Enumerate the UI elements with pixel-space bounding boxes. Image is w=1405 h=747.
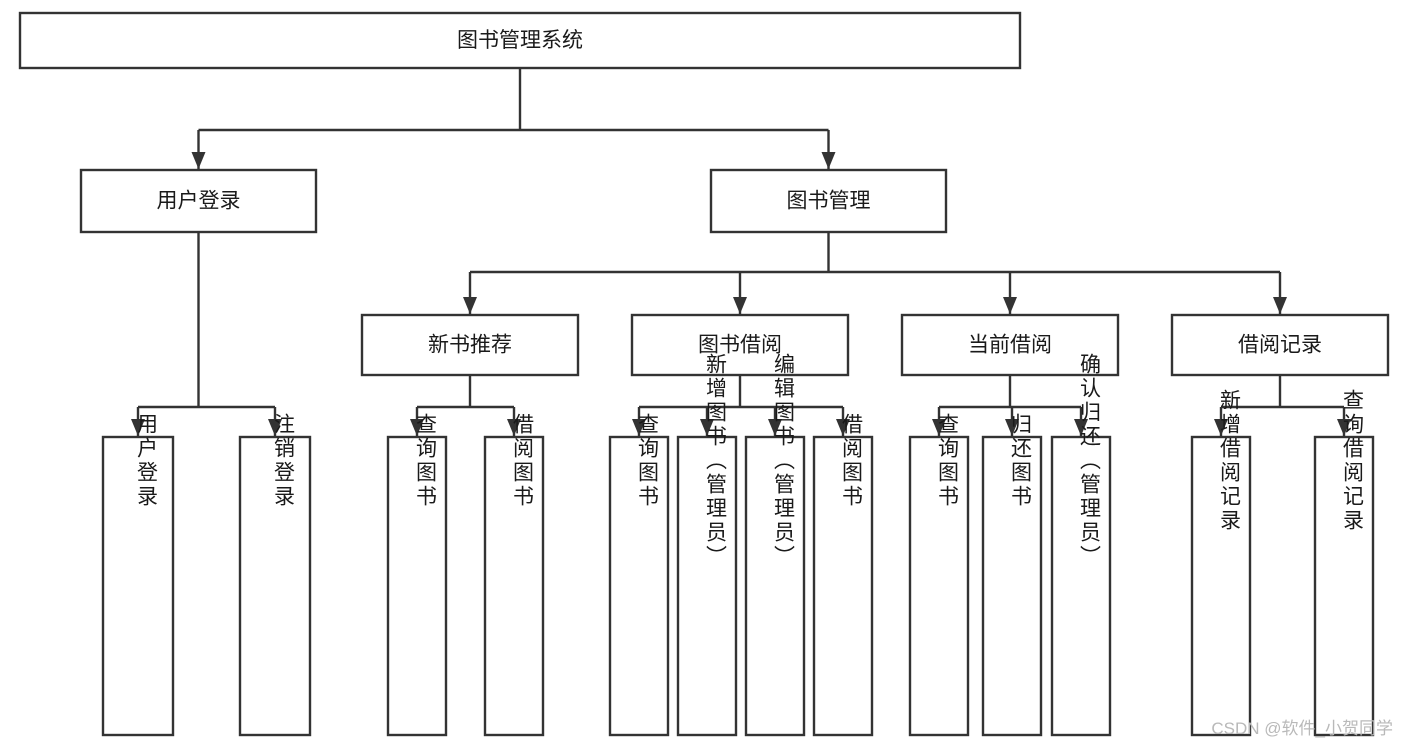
node-current-borrow[interactable]: 当前借阅 [900, 313, 1120, 377]
node-label-leaf-borrow-book-2: 借阅图书 [840, 413, 864, 509]
connector-group-book-manage [463, 232, 1287, 314]
node-leaf-return-book[interactable]: 归还图书 [981, 413, 1043, 737]
node-leaf-add-record[interactable]: 新增借阅记录 [1190, 389, 1252, 737]
node-label-user-login: 用户登录 [157, 190, 241, 213]
watermark-label: CSDN @软件_小贺同学 [1211, 719, 1393, 738]
node-label-leaf-query-book-1: 查询图书 [414, 413, 438, 509]
connector-group-new-book-recommend [410, 375, 521, 436]
node-leaf-add-book[interactable]: 新增图书（管理员） [676, 353, 738, 737]
node-user-login[interactable]: 用户登录 [79, 168, 318, 234]
node-leaf-query-book-2[interactable]: 查询图书 [608, 413, 670, 737]
node-leaf-user-login[interactable]: 用户登录 [101, 413, 175, 737]
node-leaf-query-book-1[interactable]: 查询图书 [386, 413, 448, 737]
node-book-borrow[interactable]: 图书借阅 [630, 313, 850, 377]
node-label-leaf-user-logout: 注销登录 [272, 413, 296, 509]
node-book-manage[interactable]: 图书管理 [709, 168, 948, 234]
node-leaf-user-logout[interactable]: 注销登录 [238, 413, 312, 737]
node-borrow-record[interactable]: 借阅记录 [1170, 313, 1390, 377]
node-label-leaf-return-book: 归还图书 [1009, 413, 1033, 509]
node-root[interactable]: 图书管理系统 [18, 11, 1022, 70]
node-label-leaf-query-book-3: 查询图书 [936, 413, 960, 509]
connector-group-user-login [131, 232, 282, 436]
node-label-leaf-user-login: 用户登录 [135, 413, 159, 509]
node-label-leaf-borrow-book-1: 借阅图书 [511, 413, 535, 509]
node-label-new-book-recommend: 新书推荐 [428, 334, 512, 357]
node-label-book-borrow: 图书借阅 [698, 334, 782, 357]
connector-group-book-borrow [632, 375, 850, 436]
node-label-leaf-confirm-return: 确认归还（管理员） [1078, 353, 1102, 569]
node-leaf-query-record[interactable]: 查询借阅记录 [1313, 389, 1375, 737]
node-leaf-confirm-return[interactable]: 确认归还（管理员） [1050, 353, 1112, 737]
connector-group-current-borrow [932, 375, 1088, 436]
node-leaf-borrow-book-1[interactable]: 借阅图书 [483, 413, 545, 737]
node-label-leaf-add-book: 新增图书（管理员） [704, 353, 728, 569]
node-leaf-borrow-book-2[interactable]: 借阅图书 [812, 413, 874, 737]
node-leaf-query-book-3[interactable]: 查询图书 [908, 413, 970, 737]
node-label-leaf-query-book-2: 查询图书 [636, 413, 660, 509]
node-new-book-recommend[interactable]: 新书推荐 [360, 313, 580, 377]
node-layer: 图书管理系统用户登录图书管理新书推荐图书借阅当前借阅借阅记录用户登录注销登录查询… [18, 11, 1390, 737]
node-leaf-edit-book[interactable]: 编辑图书（管理员） [744, 353, 806, 737]
node-label-leaf-edit-book: 编辑图书（管理员） [772, 353, 796, 569]
node-label-root: 图书管理系统 [457, 29, 583, 52]
connector-layer [131, 68, 1351, 436]
node-label-current-borrow: 当前借阅 [968, 334, 1052, 357]
node-label-leaf-add-record: 新增借阅记录 [1218, 389, 1242, 533]
node-label-leaf-query-record: 查询借阅记录 [1341, 389, 1365, 533]
node-label-borrow-record: 借阅记录 [1238, 334, 1322, 357]
node-label-book-manage: 图书管理 [787, 190, 871, 213]
connector-group-root [191, 68, 836, 169]
connector-group-borrow-record [1214, 375, 1351, 436]
